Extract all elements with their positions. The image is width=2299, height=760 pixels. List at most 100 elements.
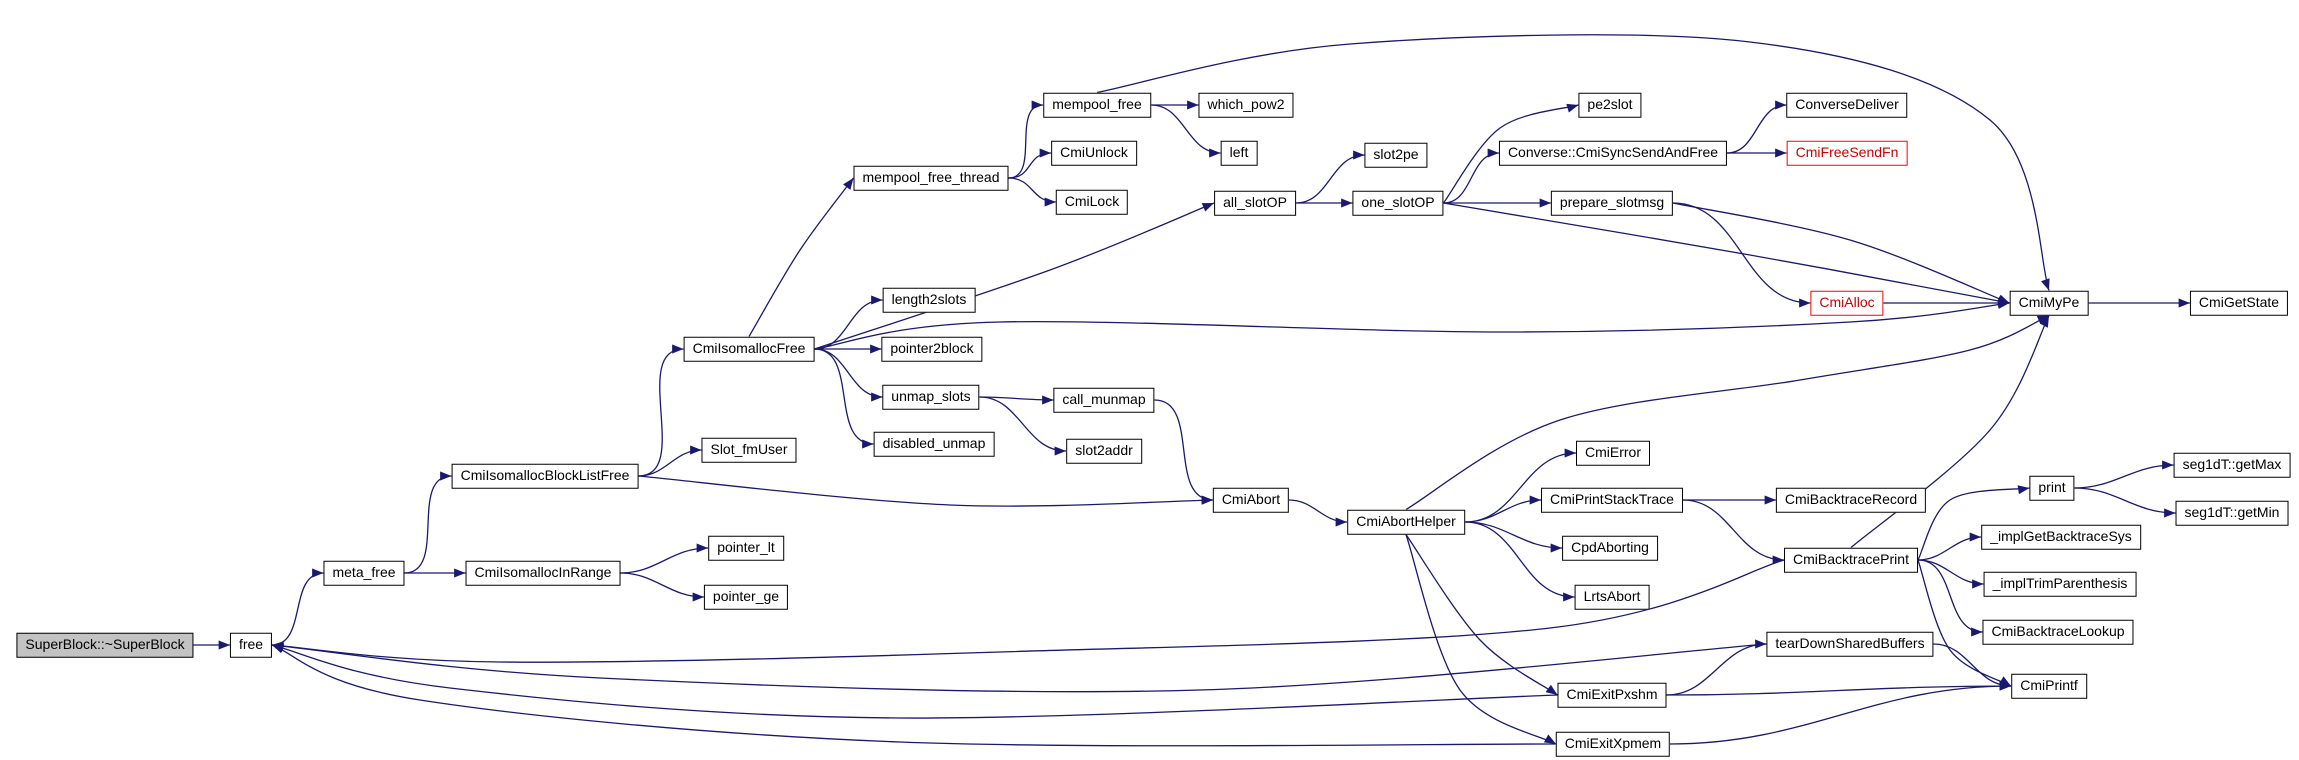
graph-node-impltrim[interactable]: _implTrimParenthesis — [1983, 571, 2137, 597]
graph-edge-syncsend--conversedeliver — [1726, 100, 1787, 154]
graph-edge-meta_free--blocklist — [404, 471, 452, 574]
graph-edge-one_slotop--pe2slot — [1442, 103, 1579, 204]
graph-edge-print--getmin — [2074, 487, 2176, 518]
graph-node-cmierror[interactable]: CmiError — [1576, 440, 1650, 466]
graph-node-mempool_free[interactable]: mempool_free — [1043, 92, 1151, 118]
graph-edge-aborthelper--lrtsabort — [1464, 521, 1575, 602]
graph-edge-btprint--implgetbt — [1917, 532, 1982, 561]
graph-node-cmiunlock[interactable]: CmiUnlock — [1051, 140, 1137, 166]
graph-edge-exitpxshm--teardown — [1666, 639, 1767, 696]
graph-edge-free--meta_free — [271, 568, 324, 646]
graph-node-blocklist[interactable]: CmiIsomallocBlockListFree — [451, 463, 639, 489]
graph-edge-exitpxshm--free — [271, 643, 1558, 719]
graph-node-getmin[interactable]: seg1dT::getMin — [2175, 500, 2289, 526]
graph-node-prepare_slotmsg[interactable]: prepare_slotmsg — [1550, 190, 1674, 216]
graph-edge-one_slotop--syncsend — [1443, 148, 1500, 204]
graph-node-mf_thread[interactable]: mempool_free_thread — [853, 165, 1009, 191]
graph-node-btlookup[interactable]: CmiBacktraceLookup — [1982, 619, 2134, 645]
graph-edge-exitxpmem--free — [271, 644, 1557, 747]
graph-edge-aborthelper--exitxpmem — [1405, 534, 1557, 745]
graph-node-lrtsabort[interactable]: LrtsAbort — [1574, 584, 1650, 610]
graph-node-btprint[interactable]: CmiBacktracePrint — [1784, 547, 1918, 573]
graph-edge-aborthelper--cmimype — [1405, 314, 2050, 511]
graph-node-ptr_lt[interactable]: pointer_lt — [708, 535, 784, 561]
graph-node-which_pow2[interactable]: which_pow2 — [1198, 92, 1294, 118]
graph-edge-teardown--free — [271, 641, 1767, 693]
graph-node-one_slotop[interactable]: one_slotOP — [1352, 190, 1444, 216]
graph-edge-aborthelper--printstacktrace — [1464, 495, 1542, 523]
graph-edge-exitpxshm--cmiprintf — [1666, 681, 2012, 696]
graph-node-ptr_ge[interactable]: pointer_ge — [703, 584, 789, 610]
graph-edge-cmiabort--aborthelper — [1288, 499, 1348, 527]
graph-node-unmap_slots[interactable]: unmap_slots — [882, 384, 980, 410]
graph-node-free[interactable]: free — [229, 632, 273, 658]
graph-node-implgetbt[interactable]: _implGetBacktraceSys — [1981, 524, 2141, 550]
graph-node-call_munmap[interactable]: call_munmap — [1053, 387, 1155, 413]
graph-edge-isofree--cmimype — [814, 299, 2010, 350]
graph-node-print[interactable]: print — [2029, 475, 2075, 501]
graph-edge-mempool_free--cmimype — [1096, 34, 2050, 291]
graph-node-conversedeliver[interactable]: ConverseDeliver — [1786, 92, 1908, 118]
graph-node-aborthelper[interactable]: CmiAbortHelper — [1347, 509, 1465, 535]
graph-node-printstacktrace[interactable]: CmiPrintStackTrace — [1541, 487, 1683, 513]
graph-node-freesendfn[interactable]: CmiFreeSendFn — [1786, 140, 1908, 166]
graph-node-cpdaborting[interactable]: CpdAborting — [1562, 535, 1658, 561]
graph-node-cmiabort[interactable]: CmiAbort — [1212, 487, 1290, 513]
graph-node-cmialloc[interactable]: CmiAlloc — [1810, 290, 1884, 316]
graph-node-meta_free[interactable]: meta_free — [323, 560, 405, 586]
graph-edge-mempool_free--left — [1150, 104, 1221, 158]
graph-edge-isofree--all_slotop — [814, 202, 1215, 350]
graph-node-disabled_unmap[interactable]: disabled_unmap — [873, 431, 995, 457]
graph-edge-one_slotop--cmimype — [1443, 202, 2010, 306]
graph-edge-call_munmap--cmiabort — [1154, 399, 1214, 505]
graph-node-cmiprintf[interactable]: CmiPrintf — [2011, 673, 2087, 699]
graph-node-teardown[interactable]: tearDownSharedBuffers — [1766, 631, 1934, 657]
graph-node-length2slots[interactable]: length2slots — [882, 287, 976, 313]
graph-edge-printstacktrace--btprint — [1682, 499, 1785, 565]
graph-edge-isofree--unmap_slots — [814, 348, 883, 402]
graph-edge-blocklist--slot_fmuser — [638, 445, 702, 477]
graph-edge-btprint--free — [271, 559, 1785, 663]
graph-node-exitxpmem[interactable]: CmiExitXpmem — [1555, 731, 1671, 757]
graph-node-pe2slot[interactable]: pe2slot — [1578, 92, 1642, 118]
graph-node-inrange[interactable]: CmiIsomallocInRange — [465, 560, 621, 586]
graph-edge-aborthelper--exitpxshm — [1405, 534, 1558, 696]
graph-edge-blocklist--cmiabort — [638, 475, 1214, 507]
graph-node-pointer2block[interactable]: pointer2block — [881, 336, 983, 362]
graph-node-btrecord[interactable]: CmiBacktraceRecord — [1775, 487, 1927, 513]
graph-node-root[interactable]: SuperBlock::~SuperBlock — [16, 632, 194, 658]
graph-edge-mf_thread--cmiunlock — [1008, 148, 1052, 179]
graph-node-left[interactable]: left — [1220, 140, 1258, 166]
graph-node-exitpxshm[interactable]: CmiExitPxshm — [1557, 682, 1667, 708]
graph-node-cmilock[interactable]: CmiLock — [1055, 189, 1129, 215]
graph-node-all_slotop[interactable]: all_slotOP — [1214, 190, 1296, 216]
graph-edge-btprint--cmiprintf — [1917, 559, 2012, 687]
graph-edge-teardown--cmiprintf — [1933, 643, 2012, 691]
graph-edge-print--getmax — [2074, 460, 2174, 489]
graph-node-slot2addr[interactable]: slot2addr — [1066, 438, 1142, 464]
graph-node-cmimype[interactable]: CmiMyPe — [2009, 290, 2089, 316]
graph-node-cmigetstate[interactable]: CmiGetState — [2189, 290, 2289, 316]
graph-node-slot_fmuser[interactable]: Slot_fmUser — [701, 437, 797, 463]
graph-edge-isofree--disabled_unmap — [814, 348, 874, 449]
graph-edge-mf_thread--cmilock — [1008, 177, 1057, 207]
graph-edge-inrange--ptr_lt — [620, 543, 709, 574]
graph-edge-mf_thread--mempool_free — [1008, 100, 1044, 179]
graph-node-slot2pe[interactable]: slot2pe — [1364, 142, 1428, 168]
graph-edge-isofree--mf_thread — [748, 177, 855, 337]
graph-edge-btprint--impltrim — [1917, 559, 1984, 589]
graph-edge-all_slotop--slot2pe — [1295, 150, 1365, 204]
graph-edge-prepare_slotmsg--cmimype — [1672, 202, 2010, 304]
graph-edge-btprint--cmimype — [1850, 315, 2050, 548]
graph-edge-aborthelper--cpdaborting — [1464, 521, 1563, 553]
graph-node-isofree[interactable]: CmiIsomallocFree — [683, 336, 815, 362]
graph-edge-prepare_slotmsg--cmialloc — [1672, 202, 1811, 308]
graph-node-getmax[interactable]: seg1dT::getMax — [2173, 452, 2291, 478]
graph-node-syncsend[interactable]: Converse::CmiSyncSendAndFree — [1498, 140, 1728, 166]
graph-edge-btprint--print — [1917, 485, 2030, 561]
graph-edge-unmap_slots--slot2addr — [979, 396, 1067, 456]
graph-edge-blocklist--isofree — [638, 344, 684, 477]
graph-edge-btprint--btlookup — [1917, 559, 1983, 637]
